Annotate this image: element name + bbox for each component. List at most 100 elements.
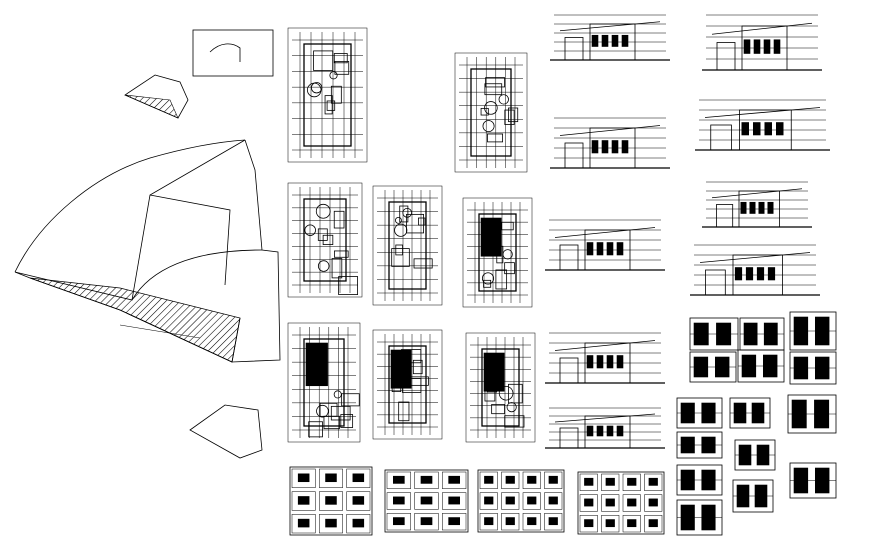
room-outline [501,221,514,231]
elevation-4 [545,332,665,384]
side-wall [564,142,584,169]
room-outline [406,213,424,234]
side-wall [716,42,736,71]
room-outline [391,248,410,267]
window [591,34,599,47]
building-footprint [149,194,231,286]
detail-section [484,475,494,484]
site-boundary-arc [14,139,246,273]
detail-cell [442,471,467,489]
detail-cell [501,471,520,489]
driveway-curve [131,249,263,301]
detail-section [648,519,658,528]
legend-box [192,29,274,77]
detail-cell [644,515,663,533]
detail-cell [501,492,520,510]
detail-small-9 [787,394,837,434]
plan-frame [287,322,361,443]
detail-cell [601,515,620,533]
window [596,425,604,437]
detail-section [297,473,310,483]
detail-cell [622,494,641,512]
site-lot-line [14,139,246,301]
elevation-6 [702,14,822,71]
detail-cell [346,514,371,534]
detail-section [325,518,337,528]
roof-line [699,252,811,263]
detail-cell [346,491,371,511]
room-outline [399,205,409,223]
side-wall [559,244,579,271]
detail-cell [346,468,371,488]
side-wall [559,357,579,384]
window [596,242,604,256]
floor-plan-6 [287,322,361,443]
detail-small-3 [789,311,837,351]
side-wall [705,269,726,296]
floor-plan-1 [287,27,368,163]
detail-cell [579,494,598,512]
key-plan-top [124,74,189,119]
fixture [311,82,323,94]
detail-section [605,498,615,507]
exterior-wall [303,43,352,147]
fixture [329,71,338,80]
detail-section [352,518,365,528]
window [767,267,776,281]
room-outline [341,393,360,407]
detail-sheet-3 [477,469,565,533]
roof-line [704,107,821,118]
window [752,122,761,136]
window [616,355,624,369]
detail-section [584,477,594,486]
room-outline [313,50,334,71]
window [753,39,761,54]
exterior-wall [388,345,427,424]
side-wall [716,204,734,228]
window [767,201,774,214]
key-plan-hatch [124,94,179,119]
room-outline [395,244,403,256]
detail-cell [501,513,520,531]
detail-section [627,498,637,507]
detail-cell [414,513,439,531]
detail-small-1 [689,317,739,351]
detail-section [627,519,637,528]
detail-cell [442,492,467,510]
detail-section [584,498,594,507]
fixture [395,216,402,224]
room-outline [504,109,515,125]
detail-cell [544,513,563,531]
detail-section [484,496,494,505]
detail-frame [477,469,565,533]
room-outline [338,276,358,295]
roof-line [554,227,656,238]
plan-frame [454,52,528,173]
plan-frame [372,185,443,306]
fixture [484,101,498,115]
detail-cell [479,492,498,510]
detail-small-8 [729,397,771,429]
roof-line [711,22,813,35]
key-plan-bottom [189,404,263,459]
detail-cell [479,471,498,489]
detail-section [505,496,515,505]
detail-section [605,519,615,528]
detail-section [548,517,558,526]
roof-line [554,340,656,351]
room-outline [340,414,354,428]
detail-cell [319,491,343,511]
window [596,355,604,369]
side-wall [564,37,584,61]
fixture [315,203,331,219]
room-outline [326,100,336,111]
detail-cell [644,494,663,512]
detail-section [627,477,637,486]
window [773,39,781,54]
detail-cell [414,492,439,510]
detail-section [527,517,537,526]
fixture [307,82,322,98]
elevation-7 [695,99,830,151]
